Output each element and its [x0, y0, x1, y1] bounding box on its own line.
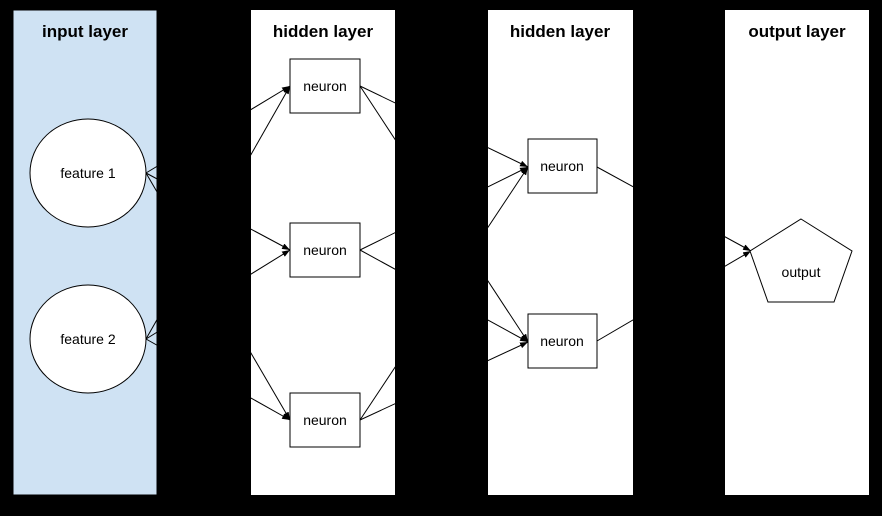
- edge-feature-1-h1-neuron-1: [145, 85, 291, 174]
- edge-feature-2-h1-neuron-1: [145, 85, 291, 340]
- h1-neuron-3-label: neuron: [303, 412, 347, 428]
- output-layer-title: output layer: [748, 22, 846, 41]
- edge-h1-neuron-2-h2-neuron-1: [359, 166, 529, 251]
- h1-neuron-2-label: neuron: [303, 242, 347, 258]
- h1-neuron-1-label: neuron: [303, 78, 347, 94]
- edge-h2-neuron-2-output: [596, 250, 752, 342]
- hidden-layer-2-title: hidden layer: [510, 22, 611, 41]
- feature-2-node: [29, 284, 147, 394]
- h2-neuron-2-label: neuron: [540, 333, 584, 349]
- h2-neuron-1-label: neuron: [540, 158, 584, 174]
- feature-1-label: feature 1: [60, 165, 115, 181]
- edge-h2-neuron-1-output: [596, 166, 752, 252]
- h2-neuron-2-node: [527, 313, 598, 369]
- h1-neuron-1-node: [289, 58, 361, 114]
- hidden-layer-1-title: hidden layer: [273, 22, 374, 41]
- hidden-layer-2-panel: [488, 10, 633, 495]
- edge-h1-neuron-2-h2-neuron-2: [359, 249, 529, 343]
- edge-h1-neuron-3-h2-neuron-1: [359, 166, 529, 421]
- feature-1-node: [29, 118, 147, 228]
- h1-neuron-2-node: [289, 222, 361, 278]
- output-label: output: [782, 264, 821, 280]
- feature-2-label: feature 2: [60, 331, 115, 347]
- h2-neuron-1-node: [527, 138, 598, 194]
- edge-h1-neuron-1-h2-neuron-2: [359, 85, 529, 343]
- h1-neuron-3-node: [289, 392, 361, 448]
- edge-feature-2-h1-neuron-3: [145, 338, 291, 421]
- input-layer-panel: [12, 9, 158, 496]
- edge-feature-1-h1-neuron-3: [145, 172, 291, 421]
- edge-h1-neuron-1-h2-neuron-1: [359, 85, 529, 168]
- output-node: [749, 218, 853, 303]
- input-layer-title: input layer: [42, 22, 128, 41]
- edge-h1-neuron-3-h2-neuron-2: [359, 341, 529, 421]
- edge-feature-2-h1-neuron-2: [145, 249, 291, 340]
